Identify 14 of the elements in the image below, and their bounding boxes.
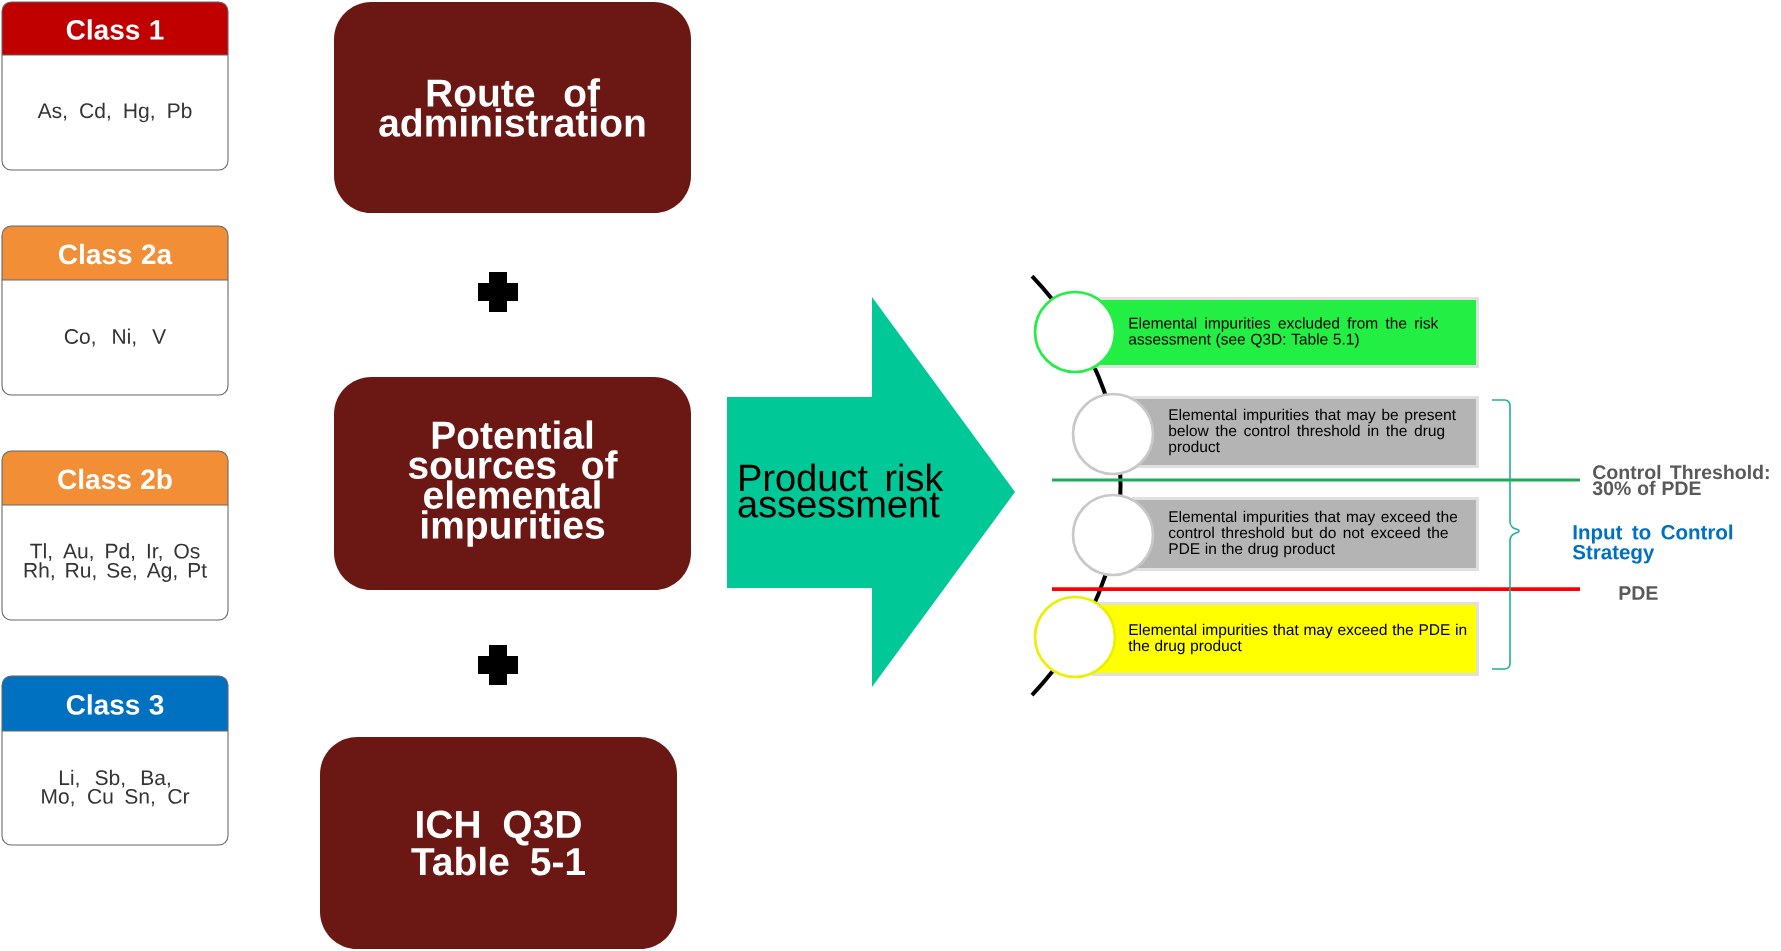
level-bar: Elemental impurities that may exceed the control threshold but do not exceed the PDE in the drug product [1071,493,1479,577]
level-bar: Elemental impurities that may be present below the control threshold in the drug product [1071,392,1479,476]
class-card: Class 2a Co, Ni, V [1,225,229,396]
rounded-box: ICH Q3D Table 5-1 [320,737,677,949]
side-label: Input to Control Strategy [1572,524,1733,564]
rounded-box: Route of administration [334,2,691,213]
class-card: Class 3 Li, Sb, Ba, Mo, Cu Sn, Cr [1,675,229,846]
side-label: Control Threshold: 30% of PDE [1592,464,1769,496]
rounded-box: Potential sources of elemental impurities [334,377,691,590]
side-label: PDE [1619,586,1658,600]
level-bar: Elemental impurities that may exceed the PDE in the drug product [1033,595,1479,679]
class-card: Class 1 As, Cd, Hg, Pb [1,1,229,171]
level-bar: Elemental impurities excluded from the risk assessment (see Q3D: Table 5.1) [1033,290,1479,374]
class-card: Class 2b Tl, Au, Pd, Ir, Os Rh, Ru, Se, Ag, Pt [1,450,229,621]
